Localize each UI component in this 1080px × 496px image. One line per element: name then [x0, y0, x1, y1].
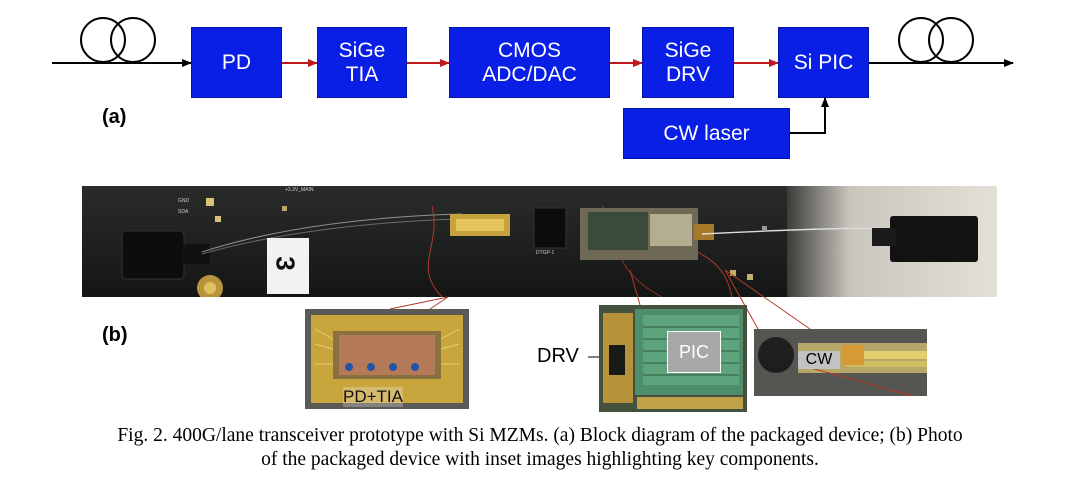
pd-block: PD	[191, 27, 282, 98]
cmos-adc-dac-block: CMOS ADC/DAC	[449, 27, 610, 98]
inset-cw-box: CW	[798, 351, 840, 369]
panel-label-b: (b)	[102, 324, 128, 346]
figure-caption: Fig. 2. 400G/lane transceiver prototype …	[0, 424, 1080, 472]
sige-tia-block: SiGe TIA	[317, 27, 407, 98]
inset-drv-label: DRV	[537, 345, 579, 367]
cmos-label-line1: CMOS	[498, 38, 561, 62]
caption-line-2: of the packaged device with inset images…	[261, 449, 819, 470]
fiber-coil-output-icon	[898, 17, 974, 63]
fiber-coil-input-icon	[80, 17, 156, 63]
si-pic-block: Si PIC	[778, 27, 869, 98]
inset-pd-tia: PD+TIA	[305, 309, 469, 409]
inset-pointer-lines	[389, 269, 811, 330]
caption-line-1: Fig. 2. 400G/lane transceiver prototype …	[117, 425, 963, 446]
inset-pic-label: PIC	[678, 341, 709, 362]
board-text-gnd: GND	[178, 198, 190, 204]
board-tag	[267, 238, 309, 294]
drv-chip	[533, 207, 567, 249]
panel-label-a: (a)	[102, 106, 127, 128]
inset-pd-tia-label: PD+TIA	[343, 387, 403, 407]
sige-tia-label-line1: SiGe	[338, 38, 386, 62]
cw-laser-label: CW laser	[663, 121, 750, 145]
right-fiber-connector	[890, 216, 978, 262]
si-pic-label: Si PIC	[793, 50, 854, 74]
cw-laser-block: CW laser	[623, 108, 790, 159]
board-text-chip: DTGP-1	[536, 250, 555, 256]
inset-drv-pic: PIC	[599, 305, 747, 412]
board-text-sda: SDA	[178, 209, 189, 215]
cmos-label-line2: ADC/DAC	[482, 62, 577, 86]
arrow-laser-to-pic	[790, 97, 829, 134]
board-photo: +3.3V_MAIN GND SDA DTGP-1 3	[82, 186, 997, 297]
sige-drv-label-line1: SiGe	[664, 38, 712, 62]
board-text-power: +3.3V_MAIN	[285, 187, 314, 193]
sige-drv-label-line2: DRV	[666, 62, 710, 86]
inset-cw: CW	[754, 329, 927, 396]
sige-drv-block: SiGe DRV	[642, 27, 734, 98]
inset-pic-box: PIC	[667, 331, 721, 373]
sige-tia-label-line2: TIA	[345, 62, 379, 86]
block-diagram-connections	[52, 17, 1014, 134]
inset-cw-label: CW	[805, 351, 833, 368]
pd-block-label: PD	[221, 50, 252, 74]
